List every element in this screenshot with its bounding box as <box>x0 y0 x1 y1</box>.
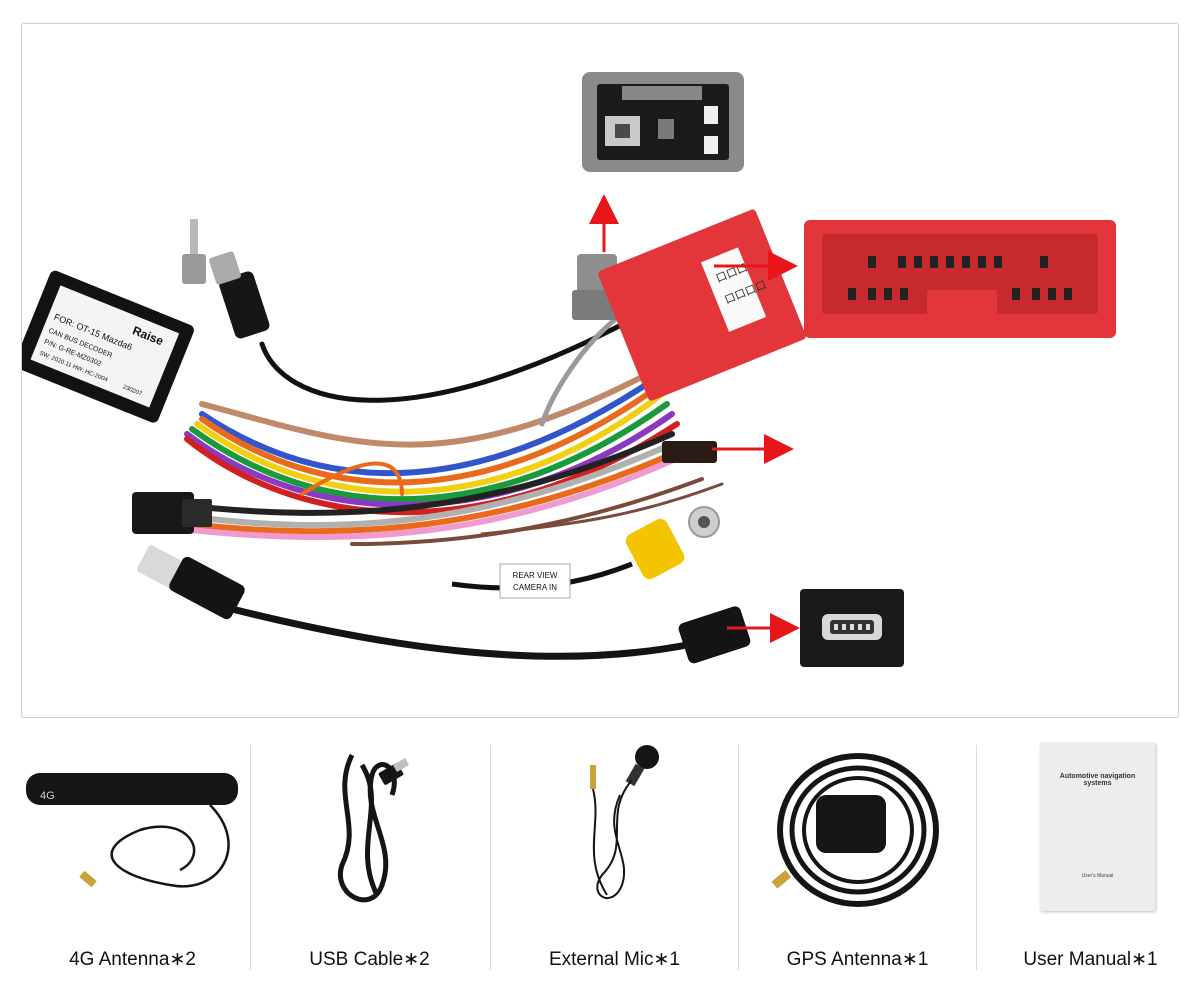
4g-antenna-qty: ∗2 <box>169 949 196 970</box>
wire-bundle <box>169 311 724 546</box>
manual-cover-title: Automotive navigation systems <box>1059 773 1136 787</box>
4g-antenna-image: 4G <box>26 773 238 888</box>
camera-tag-line2: CAMERA IN <box>513 583 557 592</box>
external-mic-image <box>590 745 659 900</box>
manual-cover-footer: User's Manual <box>1081 873 1114 879</box>
red-connector-closeup <box>804 220 1116 338</box>
external-mic-caption: External Mic∗1 <box>502 948 727 971</box>
usb-cable-qty: ∗2 <box>403 949 430 970</box>
divider <box>738 745 739 970</box>
external-mic-name: External Mic <box>548 949 654 970</box>
accessory-usb-cable: USB Cable∗2 <box>262 735 477 975</box>
gps-antenna-caption: GPS Antenna∗1 <box>750 948 965 971</box>
gps-antenna-qty: ∗1 <box>901 949 929 970</box>
red-connector-on-harness: 口口口 口口口口 <box>598 209 806 401</box>
divider <box>250 745 251 970</box>
harness-photo-panel: Raise FOR: OT-15 Mazda6 CAN BUS DECODER … <box>21 23 1179 718</box>
user-manual-name: User Manual <box>1023 949 1132 970</box>
accessory-external-mic: External Mic∗1 <box>502 735 727 975</box>
harness-illustration: Raise FOR: OT-15 Mazda6 CAN BUS DECODER … <box>22 72 1116 667</box>
user-manual-image: Automotive navigation systems User's Man… <box>988 735 1193 920</box>
external-mic-qty: ∗1 <box>653 949 681 970</box>
4g-antenna-caption: 4G Antenna∗2 <box>20 948 245 971</box>
divider <box>976 745 977 970</box>
4g-antenna-name: 4G Antenna <box>69 949 170 970</box>
usb-cable-harness <box>136 545 751 664</box>
gps-antenna-name: GPS Antenna <box>786 949 902 970</box>
manual-cover: Automotive navigation systems User's Man… <box>1040 743 1155 911</box>
user-manual-caption: User Manual∗1 <box>988 948 1193 971</box>
accessories-row: 4G 4G Antenna∗2 USB Cable∗2 External Mic… <box>0 735 1200 1001</box>
4g-badge: 4G <box>40 790 55 802</box>
usb-cable-name: USB Cable <box>309 949 404 970</box>
small-black-plug <box>662 441 717 463</box>
radio-antenna-plug <box>182 219 270 339</box>
usb-cable-caption: USB Cable∗2 <box>262 948 477 971</box>
camera-tag-line1: REAR VIEW <box>513 571 558 580</box>
canbus-decoder-box: Raise FOR: OT-15 Mazda6 CAN BUS DECODER … <box>22 270 194 423</box>
divider <box>490 745 491 970</box>
gps-antenna-image <box>771 753 939 907</box>
accessory-user-manual: Automotive navigation systems User's Man… <box>988 735 1193 975</box>
user-manual-qty: ∗1 <box>1131 949 1158 970</box>
black-power-connector <box>132 492 212 534</box>
usb-cable-image <box>337 753 410 903</box>
mini-usb-port-closeup <box>800 589 904 667</box>
indicator-arrows <box>589 194 800 643</box>
accessory-gps-antenna: GPS Antenna∗1 <box>750 735 965 975</box>
camera-rca-plug: REAR VIEW CAMERA IN <box>451 506 720 599</box>
accessory-4g-antenna: 4G 4G Antenna∗2 <box>20 735 245 975</box>
gray-connector-closeup <box>582 72 744 172</box>
